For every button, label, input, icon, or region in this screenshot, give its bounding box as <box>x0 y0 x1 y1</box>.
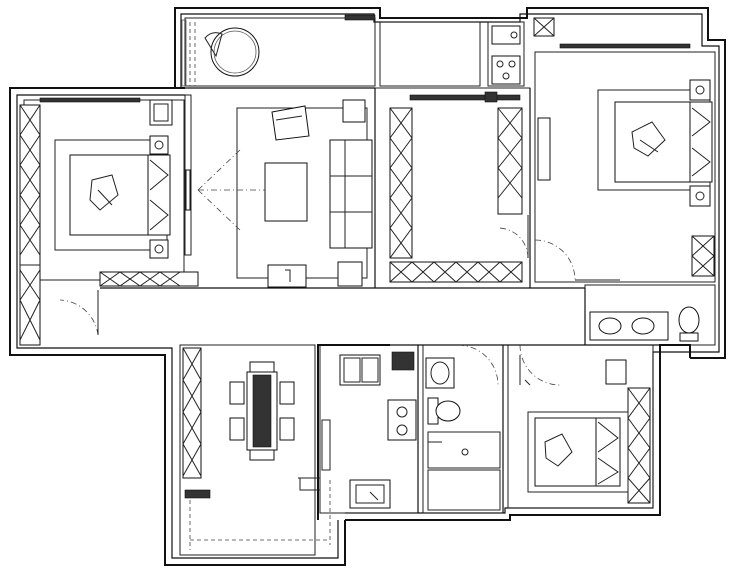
bed-south-icon <box>527 411 629 493</box>
stove-kitchen-icon <box>387 399 417 441</box>
balcony-west-strip <box>182 347 211 550</box>
bed-master-icon <box>597 79 713 207</box>
north-utility <box>487 17 555 87</box>
coffee-table-icon <box>264 162 308 222</box>
balcony-north <box>181 14 691 87</box>
wardrobe-south <box>627 387 651 504</box>
stove-icon <box>491 55 521 85</box>
wardrobe-west <box>19 104 41 346</box>
interior-walls <box>100 87 690 513</box>
toilet-master-icon <box>678 306 700 342</box>
bathroom <box>422 344 504 514</box>
armchair-icon <box>271 105 310 141</box>
living-room <box>197 99 373 288</box>
tv-console-icon <box>267 264 307 288</box>
wardrobe-study-east <box>497 107 523 215</box>
dining-area <box>179 344 331 556</box>
sofa-icon <box>329 139 373 249</box>
round-table-icon <box>204 27 260 77</box>
kitchen <box>298 344 419 514</box>
bedroom-south <box>507 344 654 509</box>
toilet-icon <box>427 397 461 425</box>
dining-table-icon <box>229 361 295 461</box>
sink-icon <box>491 25 521 45</box>
master-bath <box>584 284 716 346</box>
bed-west-icon <box>54 135 171 259</box>
wardrobe-study-west <box>389 107 413 259</box>
bedroom-west <box>19 94 199 346</box>
study-room <box>374 87 531 289</box>
master-bedroom <box>534 51 716 283</box>
cabinet-study-bottom <box>389 261 523 283</box>
